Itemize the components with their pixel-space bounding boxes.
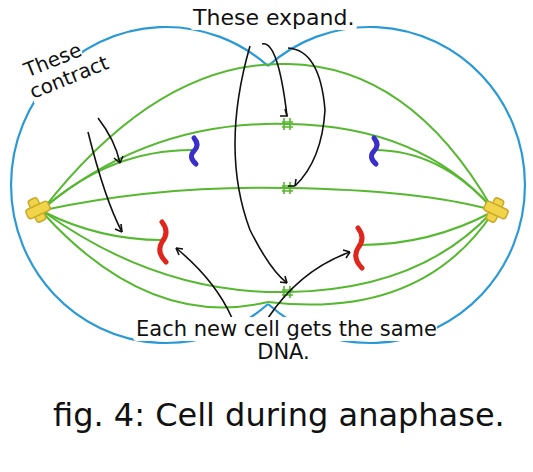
leader-lines (88, 44, 350, 318)
centrosomes (25, 197, 509, 223)
dna-note: Each new cell gets the same DNA. (120, 318, 450, 364)
spindle-fibres (44, 64, 492, 308)
contract-note: These contract (18, 21, 136, 103)
chromosomes (160, 138, 377, 268)
overlap-marks (282, 118, 293, 298)
figure-caption: fig. 4: Cell during anaphase. (50, 398, 520, 433)
cell-membrane (11, 27, 525, 343)
expand-note: These expand. (190, 6, 390, 30)
